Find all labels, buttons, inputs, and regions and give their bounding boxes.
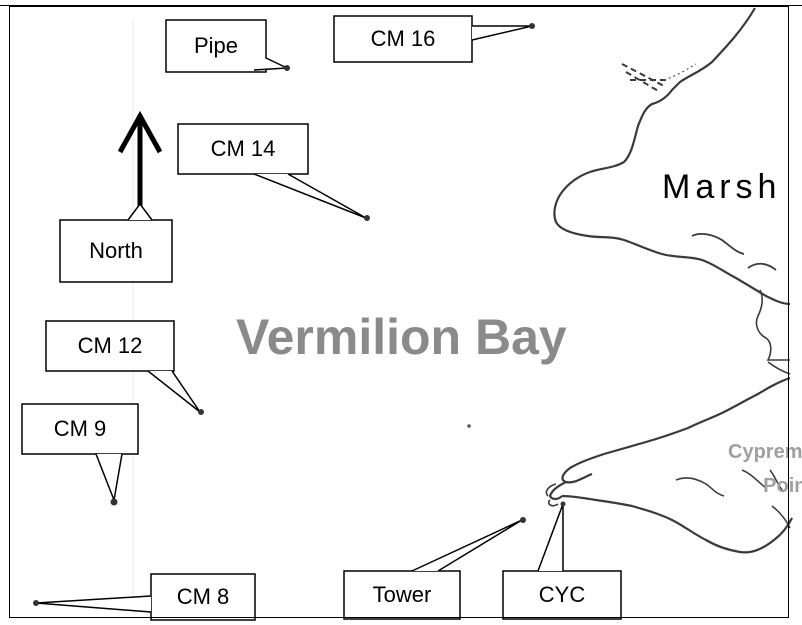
north-arrow-head	[117, 110, 163, 154]
callout-label-tower: Tower	[372, 582, 432, 607]
jetty-dashes	[621, 63, 668, 93]
cypremort-point-shore	[548, 481, 793, 554]
cypremort-label-line1: Cypremort	[728, 441, 802, 463]
station-marker-cm9[interactable]	[110, 498, 118, 506]
station-marker-tower[interactable]	[520, 517, 526, 523]
cypremort-label-line2: Point	[763, 475, 802, 497]
coastline-mid	[561, 376, 791, 484]
callout-label-cm12: CM 12	[77, 333, 143, 358]
unlabeled-marker	[467, 424, 471, 428]
coastline-inlet	[691, 233, 777, 271]
jetty-dots	[663, 63, 697, 81]
callout-cm9	[21, 403, 139, 503]
callout-pipe	[165, 19, 288, 73]
callout-label-pipe: Pipe	[193, 33, 239, 58]
callout-tower	[343, 519, 523, 620]
callout-label-cm9: CM 9	[53, 416, 107, 441]
marsh-label: Marsh	[662, 168, 782, 206]
callout-cm14	[177, 123, 367, 219]
callout-label-cm8: CM 8	[176, 584, 230, 609]
station-marker-cm14[interactable]	[364, 215, 370, 221]
north-label: North	[89, 238, 143, 263]
station-marker-cm8[interactable]	[33, 600, 39, 606]
coastline-upper	[553, 7, 791, 306]
top-rule	[0, 5, 802, 6]
callout-label-cm14: CM 14	[210, 136, 276, 161]
callout-north	[59, 202, 173, 283]
station-marker-pipe[interactable]	[284, 65, 290, 71]
station-marker-cm16[interactable]	[529, 23, 535, 29]
bayou-lines	[675, 469, 791, 529]
station-marker-cyc[interactable]	[560, 501, 566, 507]
callout-cm12	[45, 320, 201, 413]
callout-cm16	[333, 15, 533, 63]
callout-label-cyc: CYC	[538, 582, 586, 607]
station-marker-cm12[interactable]	[198, 409, 204, 415]
cypremort-point-label: Cypremort Point	[728, 432, 802, 506]
vermilion-bay-label: Vermilion Bay	[236, 309, 567, 365]
callout-cyc	[502, 503, 622, 620]
callout-label-cm16: CM 16	[370, 26, 436, 51]
cypremort-point-tip	[545, 483, 559, 507]
